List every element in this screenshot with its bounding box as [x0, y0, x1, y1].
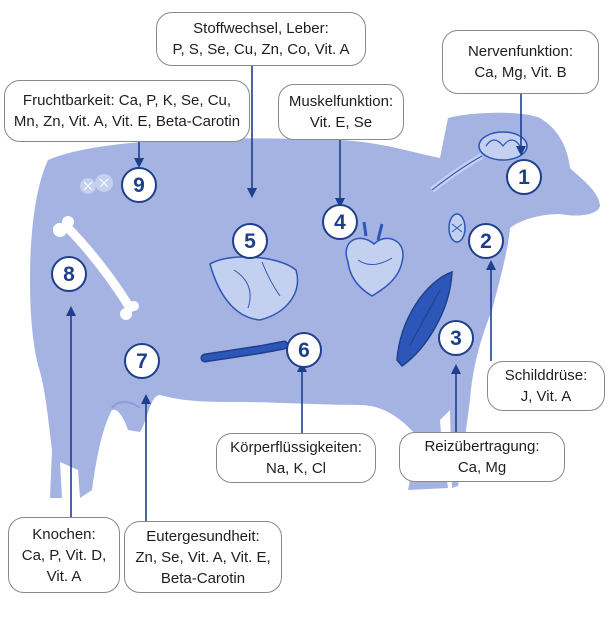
marker-number: 6: [298, 339, 310, 362]
label-title: Körperflüssigkeiten:: [230, 439, 362, 456]
marker-number: 8: [63, 263, 75, 286]
label-title: Reizübertragung:: [424, 438, 540, 455]
brain-icon: [430, 131, 528, 193]
label-title: Eutergesundheit:: [146, 527, 260, 545]
cow-body-silhouette: [30, 112, 600, 498]
label-title: Stoffwechsel, Leber:: [193, 20, 329, 37]
label-nutrients: Ca, Mg: [457, 459, 507, 476]
marker-number: 2: [480, 230, 492, 253]
label-title: Nervenfunktion:: [467, 43, 574, 60]
label-nutrients: Zn, Se, Vit. A, Vit. E,: [135, 548, 271, 566]
label-nervenfunktion: Nervenfunktion: Ca, Mg, Vit. B: [442, 30, 599, 94]
marker-number: 7: [136, 350, 148, 373]
label-nutrients-cont: Vit. A: [46, 567, 82, 585]
marker-number: 5: [244, 230, 256, 253]
label-nutrients: Na, K, Cl: [265, 460, 326, 477]
label-fruchtbarkeit: Fruchtbarkeit: Ca, P, K, Se, Cu, Mn, Zn,…: [4, 80, 250, 142]
label-stoffwechsel-leber: Stoffwechsel, Leber: P, S, Se, Cu, Zn, C…: [156, 12, 366, 66]
label-schilddruese: Schilddrüse: J, Vit. A: [487, 361, 605, 411]
marker-4: 4: [322, 204, 358, 240]
bone-icon: [53, 216, 139, 320]
label-nutrients: Ca, P, Vit. D,: [21, 546, 107, 564]
label-nutrients: Mn, Zn, Vit. A, Vit. E, Beta-Carotin: [13, 113, 241, 130]
label-title: Fruchtbarkeit: Ca, P, K, Se, Cu,: [22, 92, 232, 109]
muscle-icon: [396, 270, 453, 368]
label-eutergesundheit: Eutergesundheit: Zn, Se, Vit. A, Vit. E,…: [124, 521, 282, 593]
label-nutrients: J, Vit. A: [520, 388, 572, 405]
marker-9: 9: [121, 167, 157, 203]
marker-number: 9: [133, 174, 145, 197]
marker-number: 4: [334, 211, 346, 234]
thyroid-icon: [448, 213, 466, 243]
marker-7: 7: [124, 343, 160, 379]
label-title: Knochen:: [32, 525, 96, 543]
marker-3: 3: [438, 320, 474, 356]
marker-2: 2: [468, 223, 504, 259]
label-title: Muskelfunktion:: [288, 93, 394, 110]
label-koerperfluessigkeiten: Körperflüssigkeiten: Na, K, Cl: [216, 433, 376, 483]
heart-icon: [345, 221, 404, 297]
marker-8: 8: [51, 256, 87, 292]
label-nutrients: Vit. E, Se: [309, 114, 373, 131]
marker-6: 6: [286, 332, 322, 368]
label-title: Schilddrüse:: [504, 367, 588, 384]
label-reizuebertragung: Reizübertragung: Ca, Mg: [399, 432, 565, 482]
label-knochen: Knochen: Ca, P, Vit. D, Vit. A: [8, 517, 120, 593]
ovary-icon: [80, 174, 113, 194]
label-nutrients: P, S, Se, Cu, Zn, Co, Vit. A: [172, 41, 350, 58]
blood-vessel-icon: [200, 340, 289, 363]
label-nutrients-cont: Beta-Carotin: [160, 569, 246, 587]
label-muskelfunktion: Muskelfunktion: Vit. E, Se: [278, 84, 404, 140]
label-nutrients: Ca, Mg, Vit. B: [474, 64, 567, 81]
marker-number: 3: [450, 327, 462, 350]
marker-1: 1: [506, 159, 542, 195]
connector-lines: [70, 64, 522, 521]
marker-number: 1: [518, 166, 530, 189]
udder-icon: [111, 401, 141, 409]
marker-5: 5: [232, 223, 268, 259]
